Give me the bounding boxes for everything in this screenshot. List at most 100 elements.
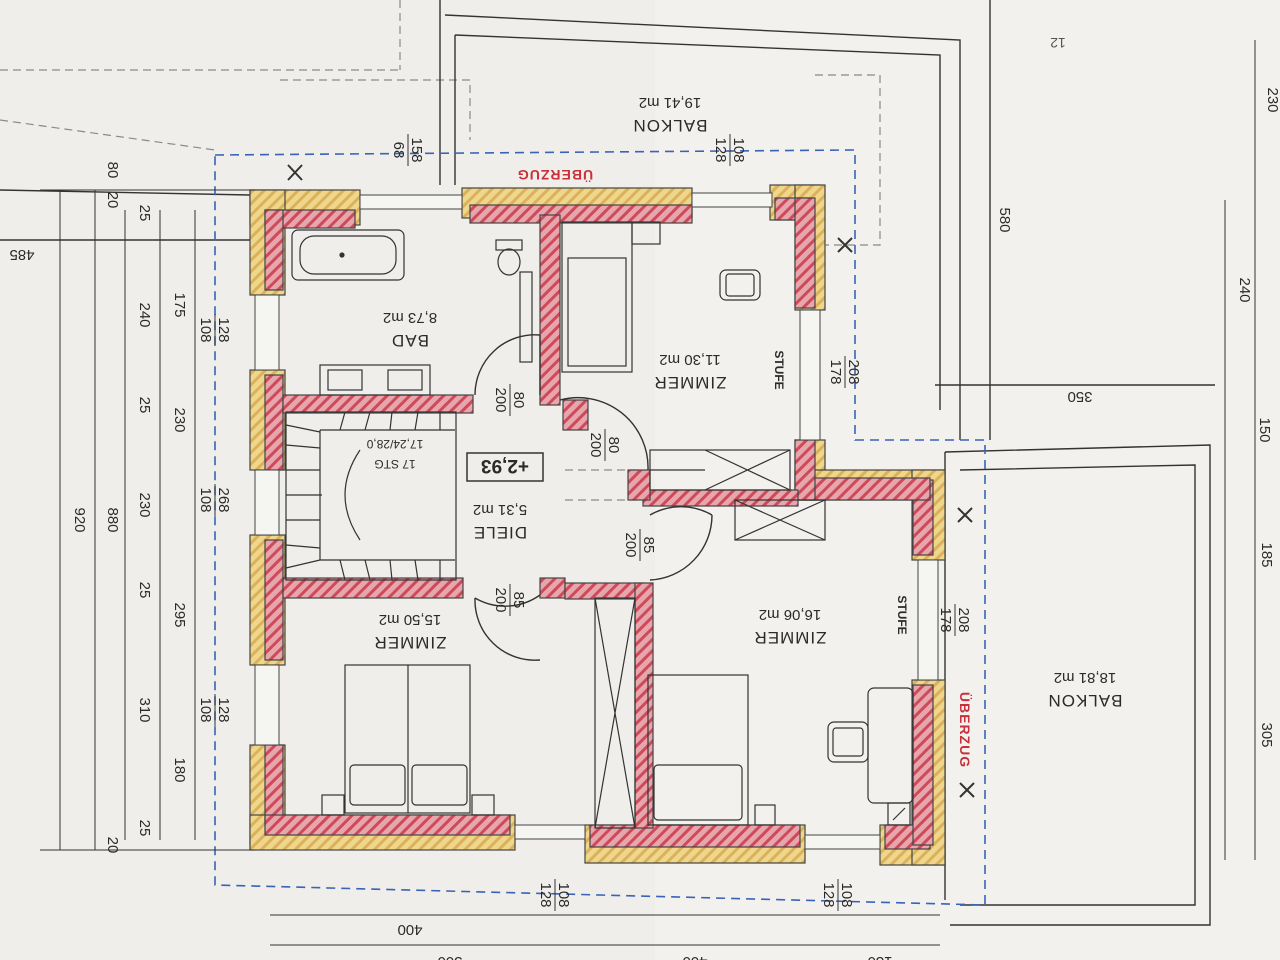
ueberzug-label-top: ÜBERZUG bbox=[517, 167, 593, 183]
window-zimmer-top-height: 178 bbox=[827, 359, 844, 384]
stufe-label-top: STUFE bbox=[772, 350, 786, 389]
dim-right-305: 305 bbox=[1258, 722, 1275, 747]
door-swing-zimmer-right bbox=[649, 505, 713, 516]
room-bad-area: 8,73 m2 bbox=[383, 309, 437, 326]
x-markers bbox=[287, 164, 975, 798]
right-dimensions: 230 580 240 150 185 305 350 bbox=[996, 87, 1280, 747]
dim-80: 80 bbox=[104, 162, 121, 179]
door-top-width: 80 bbox=[605, 437, 622, 454]
room-balkon-right-name: BALKON bbox=[1048, 691, 1123, 710]
dim-bottom-d: 130 bbox=[867, 953, 892, 960]
dim-d-6: 25 bbox=[136, 820, 153, 837]
dim-e-3: 180 bbox=[171, 757, 188, 782]
bed-zimmer-top bbox=[561, 221, 633, 373]
dim-485: 485 bbox=[9, 246, 34, 263]
level-marker: +2,93 bbox=[481, 455, 529, 476]
window-bad-height: 108 bbox=[197, 317, 214, 342]
room-labels: BAD 8,73 m2 DIELE 5,31 m2 +2,93 ZIMMER 1… bbox=[373, 94, 1122, 710]
toilet-bowl bbox=[497, 248, 521, 276]
dim-right-top: 230 bbox=[1264, 87, 1280, 112]
window-zimmer-right-width: 208 bbox=[955, 607, 972, 632]
room-balkon-right-area: 18,81 m2 bbox=[1054, 669, 1117, 686]
window-bottom-right-height: 128 bbox=[820, 882, 837, 907]
handwritten-note: 12 bbox=[1050, 35, 1066, 51]
bearing-walls bbox=[264, 197, 934, 850]
window-openings bbox=[254, 192, 939, 850]
bathtub bbox=[291, 229, 405, 281]
dim-d-5: 310 bbox=[136, 697, 153, 722]
chair-top bbox=[719, 269, 761, 301]
toilet-tank bbox=[495, 239, 523, 251]
dim-bottom-c: 400 bbox=[682, 953, 707, 960]
window-zimmer-right-height: 178 bbox=[937, 607, 954, 632]
stair-count: 17 STG bbox=[374, 457, 415, 471]
bed-zimmer-right bbox=[647, 674, 749, 826]
window-bottom-left-height: 128 bbox=[537, 882, 554, 907]
door-swings bbox=[474, 334, 713, 661]
room-zimmer-right-area: 16,06 m2 bbox=[759, 606, 822, 623]
left-dimensions: 485 920 880 80 20 20 25 240 25 230 25 31… bbox=[9, 162, 188, 854]
dim-bottom-b: 500 bbox=[437, 953, 462, 960]
dim-20-top: 20 bbox=[104, 192, 121, 209]
dim-e-0: 175 bbox=[171, 292, 188, 317]
room-zimmer-left-name: ZIMMER bbox=[373, 633, 446, 652]
furniture bbox=[285, 221, 914, 829]
room-bad-name: BAD bbox=[391, 331, 429, 350]
dim-920: 920 bbox=[71, 507, 88, 532]
window-bad-width: 128 bbox=[215, 317, 232, 342]
window-zimmer-left-width: 128 bbox=[215, 697, 232, 722]
chair-right bbox=[827, 721, 869, 763]
door-bad-width: 80 bbox=[510, 392, 527, 409]
dim-20-bottom: 20 bbox=[104, 837, 121, 854]
annotations: ÜBERZUG ÜBERZUG STUFE STUFE 17 STG 17,24… bbox=[366, 35, 1065, 768]
door-left-height: 200 bbox=[492, 587, 509, 612]
room-zimmer-right-name: ZIMMER bbox=[753, 628, 826, 647]
staircase bbox=[285, 411, 457, 581]
door-labels: 80 200 85 200 85 200 80 200 bbox=[492, 384, 657, 616]
dim-right-150: 150 bbox=[1256, 417, 1273, 442]
window-stair-width: 268 bbox=[215, 487, 232, 512]
dim-d-1: 240 bbox=[136, 302, 153, 327]
dim-e-2: 295 bbox=[171, 602, 188, 627]
dim-e-1: 230 bbox=[171, 407, 188, 432]
room-diele-name: DIELE bbox=[473, 523, 527, 542]
bathtub-inner bbox=[299, 235, 397, 275]
dim-right-185: 185 bbox=[1258, 542, 1275, 567]
window-labels: 128 108 268 108 128 108 108 128 108 128 … bbox=[197, 134, 972, 911]
window-stair-height: 108 bbox=[197, 487, 214, 512]
dim-right-350: 350 bbox=[1067, 388, 1092, 405]
door-left-width: 85 bbox=[510, 592, 527, 609]
window-top-left-height: 68 bbox=[390, 142, 407, 159]
dim-right-240: 240 bbox=[1236, 277, 1253, 302]
door-bad-height: 200 bbox=[492, 387, 509, 412]
room-zimmer-left-area: 15,50 m2 bbox=[379, 611, 442, 628]
room-zimmer-top-area: 11,30 m2 bbox=[659, 351, 720, 368]
window-top-right-height: 128 bbox=[712, 137, 729, 162]
dim-880: 880 bbox=[104, 507, 121, 532]
window-bottom-left-width: 108 bbox=[555, 882, 572, 907]
double-sink bbox=[319, 364, 431, 396]
ueberzug-label-right: ÜBERZUG bbox=[957, 692, 973, 768]
stufe-label-right: STUFE bbox=[895, 595, 909, 634]
window-top-right-width: 108 bbox=[730, 137, 747, 162]
dim-d-0: 25 bbox=[136, 205, 153, 222]
paper-fold bbox=[655, 0, 1280, 960]
door-swing-zimmer-left bbox=[474, 594, 541, 607]
stair-ratio: 17,24/28,0 bbox=[366, 437, 423, 451]
door-swing-bad bbox=[474, 334, 541, 396]
window-top-left-width: 158 bbox=[408, 137, 425, 162]
dim-bottom-a: 400 bbox=[397, 921, 422, 938]
bottom-dimensions: 400 500 400 130 bbox=[397, 921, 892, 960]
dim-right-580: 580 bbox=[996, 207, 1013, 232]
door-right-width: 85 bbox=[640, 537, 657, 554]
dim-d-3: 230 bbox=[136, 492, 153, 517]
room-balkon-top-area: 19,41 m2 bbox=[639, 94, 702, 111]
dimension-lines bbox=[40, 40, 1256, 946]
dim-d-2: 25 bbox=[136, 397, 153, 414]
window-zimmer-top-width: 208 bbox=[845, 359, 862, 384]
room-zimmer-top-name: ZIMMER bbox=[653, 373, 726, 392]
room-diele-area: 5,31 m2 bbox=[473, 501, 527, 518]
door-swing-zimmer-top bbox=[559, 396, 649, 471]
room-balkon-top-name: BALKON bbox=[633, 116, 708, 135]
